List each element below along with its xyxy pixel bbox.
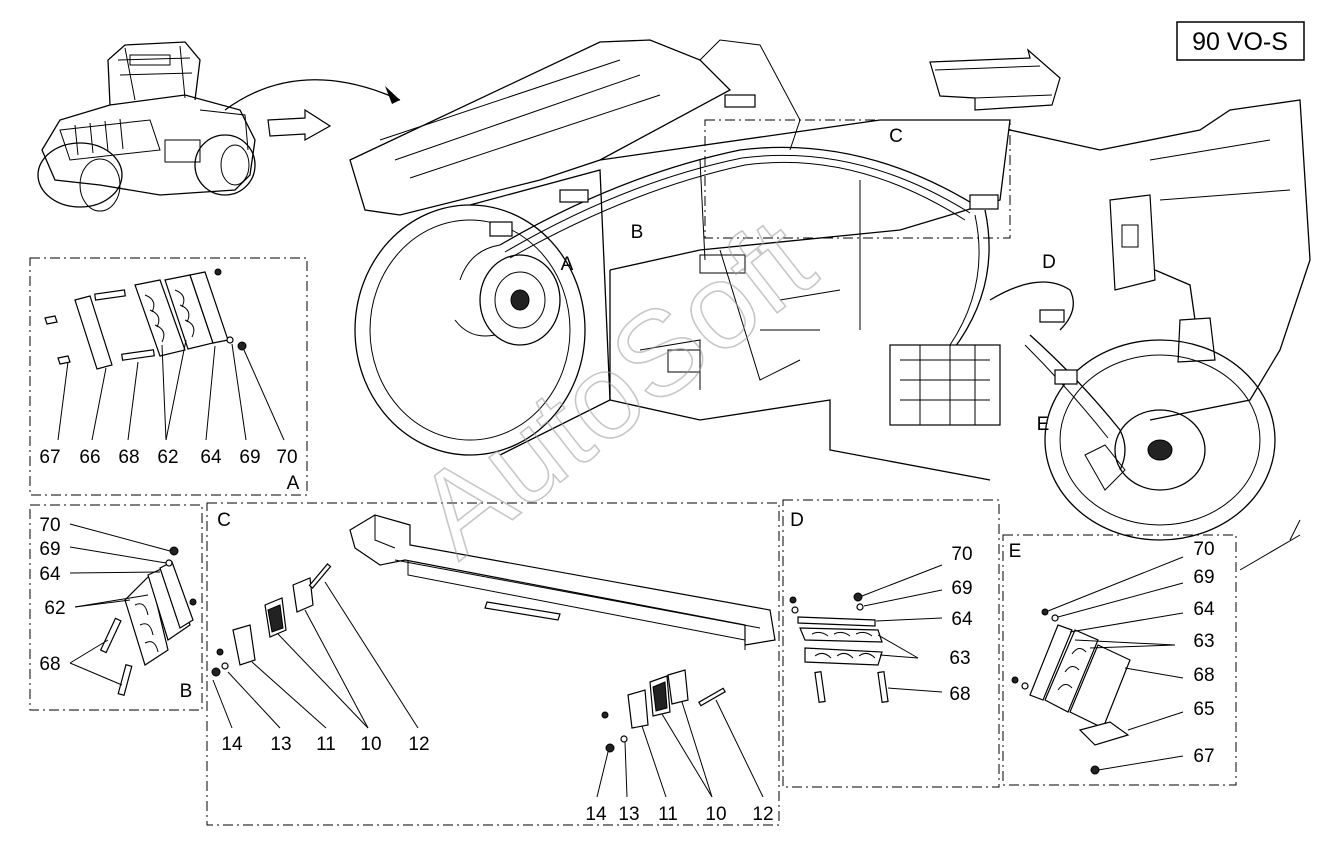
detail-a: 67 66 68 62 64 69 70 A (29, 257, 308, 496)
label-d-63: 63 (949, 648, 970, 669)
detail-c: C 14 13 11 10 12 (206, 502, 780, 826)
label-c-right-14: 14 (585, 804, 607, 825)
label-c-right-13: 13 (618, 804, 639, 825)
label-e-64: 64 (1193, 599, 1215, 620)
label-d-68: 68 (949, 684, 970, 705)
callout-d: D (1042, 252, 1056, 273)
label-e-65: 65 (1193, 699, 1214, 720)
model-code-box: 90 VO-S (1176, 21, 1305, 61)
label-b-68: 68 (39, 654, 60, 675)
label-e-70: 70 (1193, 539, 1214, 560)
label-c-left-10: 10 (360, 734, 381, 755)
label-e-67: 67 (1193, 746, 1214, 767)
label-a-68: 68 (118, 447, 139, 468)
model-code: 90 VO-S (1192, 28, 1288, 56)
callout-c: C (889, 126, 903, 147)
label-d-64: 64 (951, 609, 973, 630)
label-c-left-11: 11 (316, 734, 336, 755)
label-d-70: 70 (951, 544, 972, 565)
label-e-63: 63 (1193, 631, 1214, 652)
callout-a: A (561, 254, 574, 275)
label-c-left-12: 12 (408, 734, 429, 755)
detail-b-letter: B (180, 681, 193, 702)
detail-d-letter: D (790, 510, 804, 531)
label-c-left-14: 14 (221, 734, 243, 755)
label-b-64: 64 (39, 564, 61, 585)
watermark: AutoSoft (392, 193, 837, 582)
label-b-62: 62 (44, 598, 65, 619)
detail-e: E 70 69 64 63 68 65 67 (1002, 534, 1237, 786)
label-e-69: 69 (1193, 567, 1214, 588)
detail-c-letter: C (217, 510, 231, 531)
thumbnail-arrow (224, 79, 401, 142)
label-a-66: 66 (79, 447, 100, 468)
label-a-70: 70 (276, 447, 297, 468)
label-e-68: 68 (1193, 665, 1214, 686)
callout-e: E (1037, 414, 1050, 435)
label-c-right-12: 12 (752, 804, 773, 825)
detail-b: 70 69 64 62 68 B (29, 504, 203, 711)
label-d-69: 69 (951, 578, 972, 599)
label-a-62: 62 (157, 447, 178, 468)
label-a-64: 64 (200, 447, 222, 468)
label-a-69: 69 (239, 447, 260, 468)
main-view: B A C D E (349, 39, 1311, 571)
label-b-70: 70 (39, 515, 60, 536)
callout-b: B (631, 222, 644, 243)
label-a-67: 67 (39, 447, 60, 468)
label-c-right-11: 11 (658, 804, 678, 825)
detail-d: D 70 69 64 63 68 (782, 499, 1000, 788)
detail-e-letter: E (1009, 541, 1022, 562)
label-c-right-10: 10 (705, 804, 726, 825)
machine-thumbnail (37, 41, 256, 212)
label-c-left-13: 13 (270, 734, 291, 755)
direction-arrow (929, 48, 1061, 111)
label-b-69: 69 (39, 539, 60, 560)
detail-a-letter: A (287, 473, 300, 494)
